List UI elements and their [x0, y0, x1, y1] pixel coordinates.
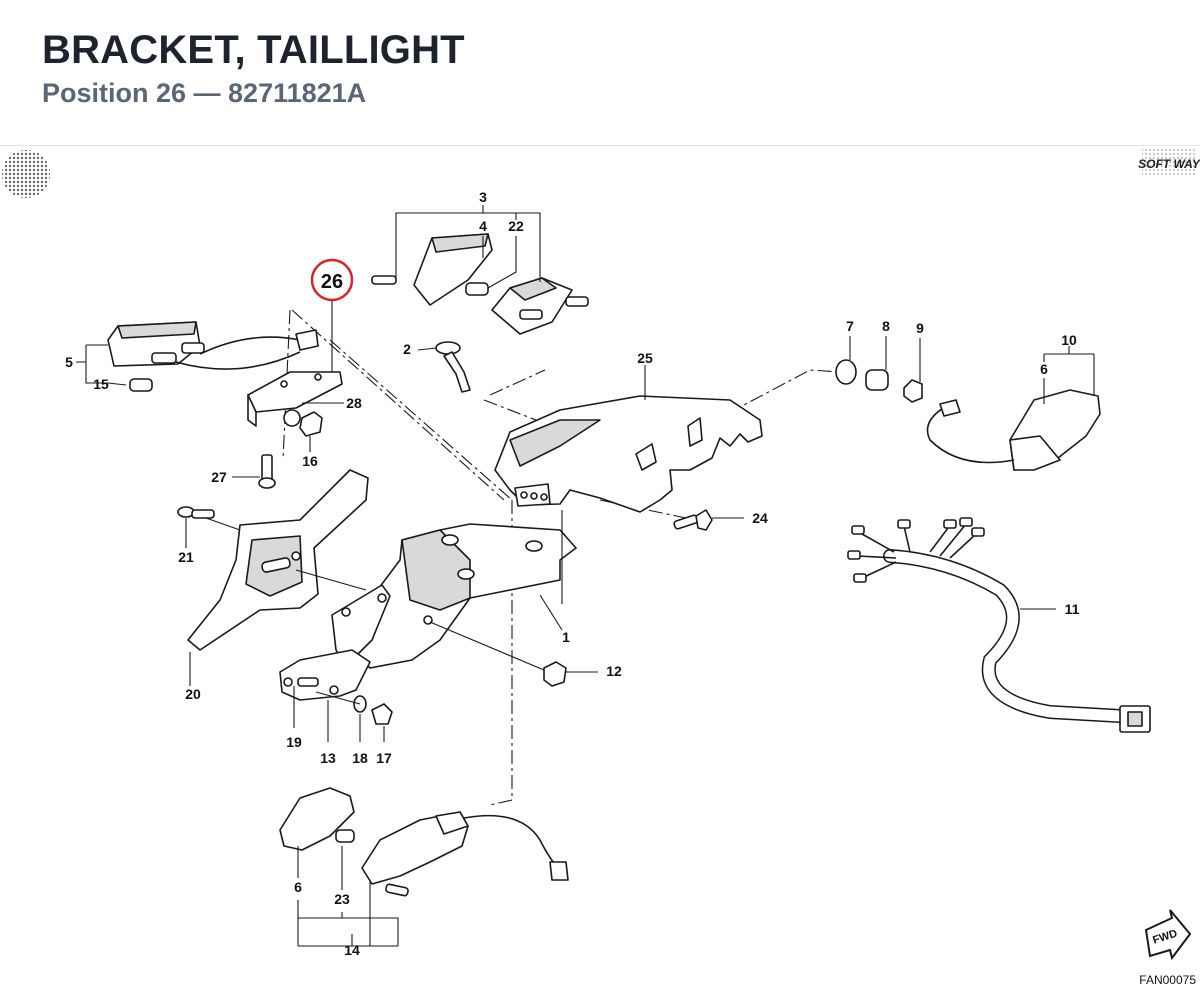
part-taillight-lens-group: [371, 233, 589, 335]
callout-4: 4: [479, 218, 487, 234]
callout-8: 8: [882, 318, 890, 334]
svg-text:SOFT WAY: SOFT WAY: [1138, 157, 1200, 171]
part-indicator-left-14: [279, 787, 569, 897]
callout-25: 25: [637, 350, 653, 366]
diagram-code: FAN00075: [1139, 973, 1196, 987]
callout-19: 19: [286, 734, 302, 750]
callout-1: 1: [562, 629, 570, 645]
part-screw-2: [435, 341, 471, 393]
fwd-arrow-icon: FWD: [1144, 909, 1192, 961]
callout-9: 9: [916, 320, 924, 336]
part-main-bracket-1: [331, 523, 577, 669]
highlight-position-26: 26: [310, 258, 354, 302]
callout-28: 28: [346, 395, 362, 411]
part-screw-21: [177, 506, 215, 519]
softway-logo: SOFT WAY: [1138, 149, 1200, 177]
callout-3: 3: [479, 189, 487, 205]
part-grommet-7: [835, 359, 857, 385]
callout-27: 27: [211, 469, 227, 485]
callout-12: 12: [606, 663, 622, 679]
callout-17: 17: [376, 750, 392, 766]
part-nut-9: [903, 379, 923, 403]
part-plate-13: [279, 649, 371, 701]
part-plate-bracket-28: [247, 371, 343, 427]
part-plate-light-5: [107, 321, 319, 392]
part-bolt-24: [673, 509, 713, 531]
callout-23: 23: [334, 891, 350, 907]
callout-7: 7: [846, 318, 854, 334]
callout-6-left: 6: [294, 879, 302, 895]
page-title: BRACKET, TAILLIGHT: [42, 28, 465, 72]
part-screw-19: [297, 677, 319, 687]
callout-2: 2: [403, 341, 411, 357]
callout-15: 15: [93, 376, 109, 392]
callout-21: 21: [178, 549, 194, 565]
callout-10: 10: [1061, 332, 1077, 348]
callout-24: 24: [752, 510, 768, 526]
callout-11: 11: [1065, 601, 1080, 617]
part-nut-12: [543, 661, 567, 687]
part-plate-holder-20: [187, 469, 369, 651]
page-header: BRACKET, TAILLIGHT Position 26 — 8271182…: [0, 0, 1200, 146]
callout-20: 20: [185, 686, 201, 702]
exploded-parts-diagram: SOFT WAY: [0, 146, 1200, 991]
callout-5: 5: [65, 354, 73, 370]
callout-16: 16: [302, 453, 318, 469]
svg-text:26: 26: [321, 271, 343, 293]
part-indicator-right-10: [926, 389, 1101, 471]
halftone-disc-icon: [2, 150, 50, 198]
callout-14: 14: [344, 942, 360, 958]
part-spacer-8: [865, 369, 889, 391]
callout-18: 18: [352, 750, 368, 766]
part-nut-16: [283, 409, 323, 437]
part-nut-17: [371, 703, 393, 725]
callout-13: 13: [320, 750, 336, 766]
callout-6-right: 6: [1040, 361, 1048, 377]
part-wiring-harness-11: [847, 517, 1151, 733]
part-rear-fender-25: [494, 395, 763, 513]
callout-22: 22: [508, 218, 524, 234]
page-subtitle: Position 26 — 82711821A: [42, 78, 367, 108]
part-bolt-27: [258, 454, 276, 489]
